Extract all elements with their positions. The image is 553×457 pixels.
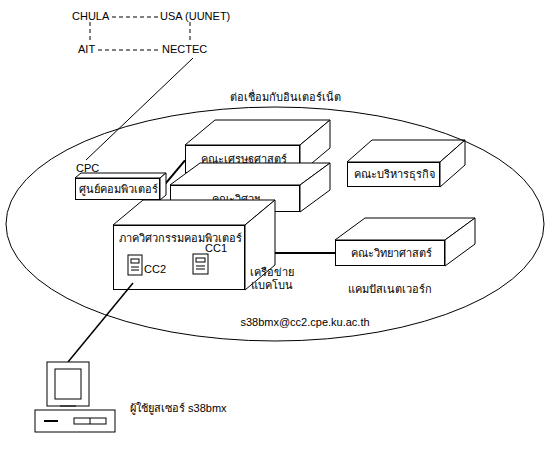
drive-bay [74, 418, 106, 424]
network-label: CC2 [144, 263, 174, 276]
node-text: คณะวิทยาศาสตร์ [336, 247, 446, 260]
dashed-link [98, 50, 160, 51]
network-label: CHULA [72, 10, 132, 23]
node-text: CPC [76, 162, 116, 175]
building-box: CPCศูนย์คอมพิวเตอร์ [75, 178, 160, 200]
building-box: คณะบริหารธุรกิจ [347, 162, 440, 187]
node-text: คณะบริหารธุรกิจ [348, 168, 441, 181]
network-label: AIT [78, 43, 118, 56]
box-side-face [445, 218, 475, 266]
dashed-link [112, 17, 158, 18]
network-label: ผู้ใช้ยูสเซอร์ s38bmx [130, 402, 280, 415]
ellipse-shape [6, 107, 544, 341]
campus-network-ellipse: CPCศูนย์คอมพิวเตอร์คณะเศรษฐศาสตร์คณะบริห… [5, 106, 545, 342]
edge-label: เครือข่าย แบคโบน [249, 266, 295, 292]
monitor [47, 362, 89, 406]
box-side-face [160, 173, 166, 200]
server-icon [128, 255, 142, 275]
node-text: แคมปัสเนตเวอร์ก [335, 283, 445, 296]
server-icon [193, 254, 208, 274]
server-icon-line [196, 266, 205, 267]
monitor-stand [60, 406, 76, 407]
server-icon-slot [196, 258, 205, 262]
node-text: s38bmx@cc2.cpe.ku.ac.th [225, 316, 385, 329]
box-side-face [300, 163, 330, 212]
computer-base [35, 410, 115, 432]
server-icon-line [131, 270, 139, 271]
building-box: คณะวิทยาศาสตร์ [335, 240, 445, 266]
server-icon-line [131, 267, 139, 268]
server-icon-slot [131, 259, 139, 263]
server-icon-line [196, 269, 205, 270]
terminal-link [68, 283, 133, 362]
network-label: NECTEC [162, 43, 222, 56]
internet-link [86, 58, 193, 160]
network-label: USA (UUNET) [160, 10, 240, 23]
dashed-link [190, 22, 191, 43]
box-side-face [440, 140, 465, 187]
dashed-link [90, 22, 91, 43]
drive-divider [90, 418, 91, 424]
drive-slot [44, 420, 58, 422]
node-text: ศูนย์คอมพิวเตอร์ [76, 183, 161, 196]
ellipse-outline [5, 106, 545, 342]
building-box: ภาควิศวกรรมคอมพิวเตอร์ [113, 225, 245, 290]
node-text: ต่อเชื่อมกับอินเตอร์เน็ต [215, 91, 355, 104]
monitor-screen [55, 369, 81, 399]
network-label: CC1 [205, 242, 235, 255]
